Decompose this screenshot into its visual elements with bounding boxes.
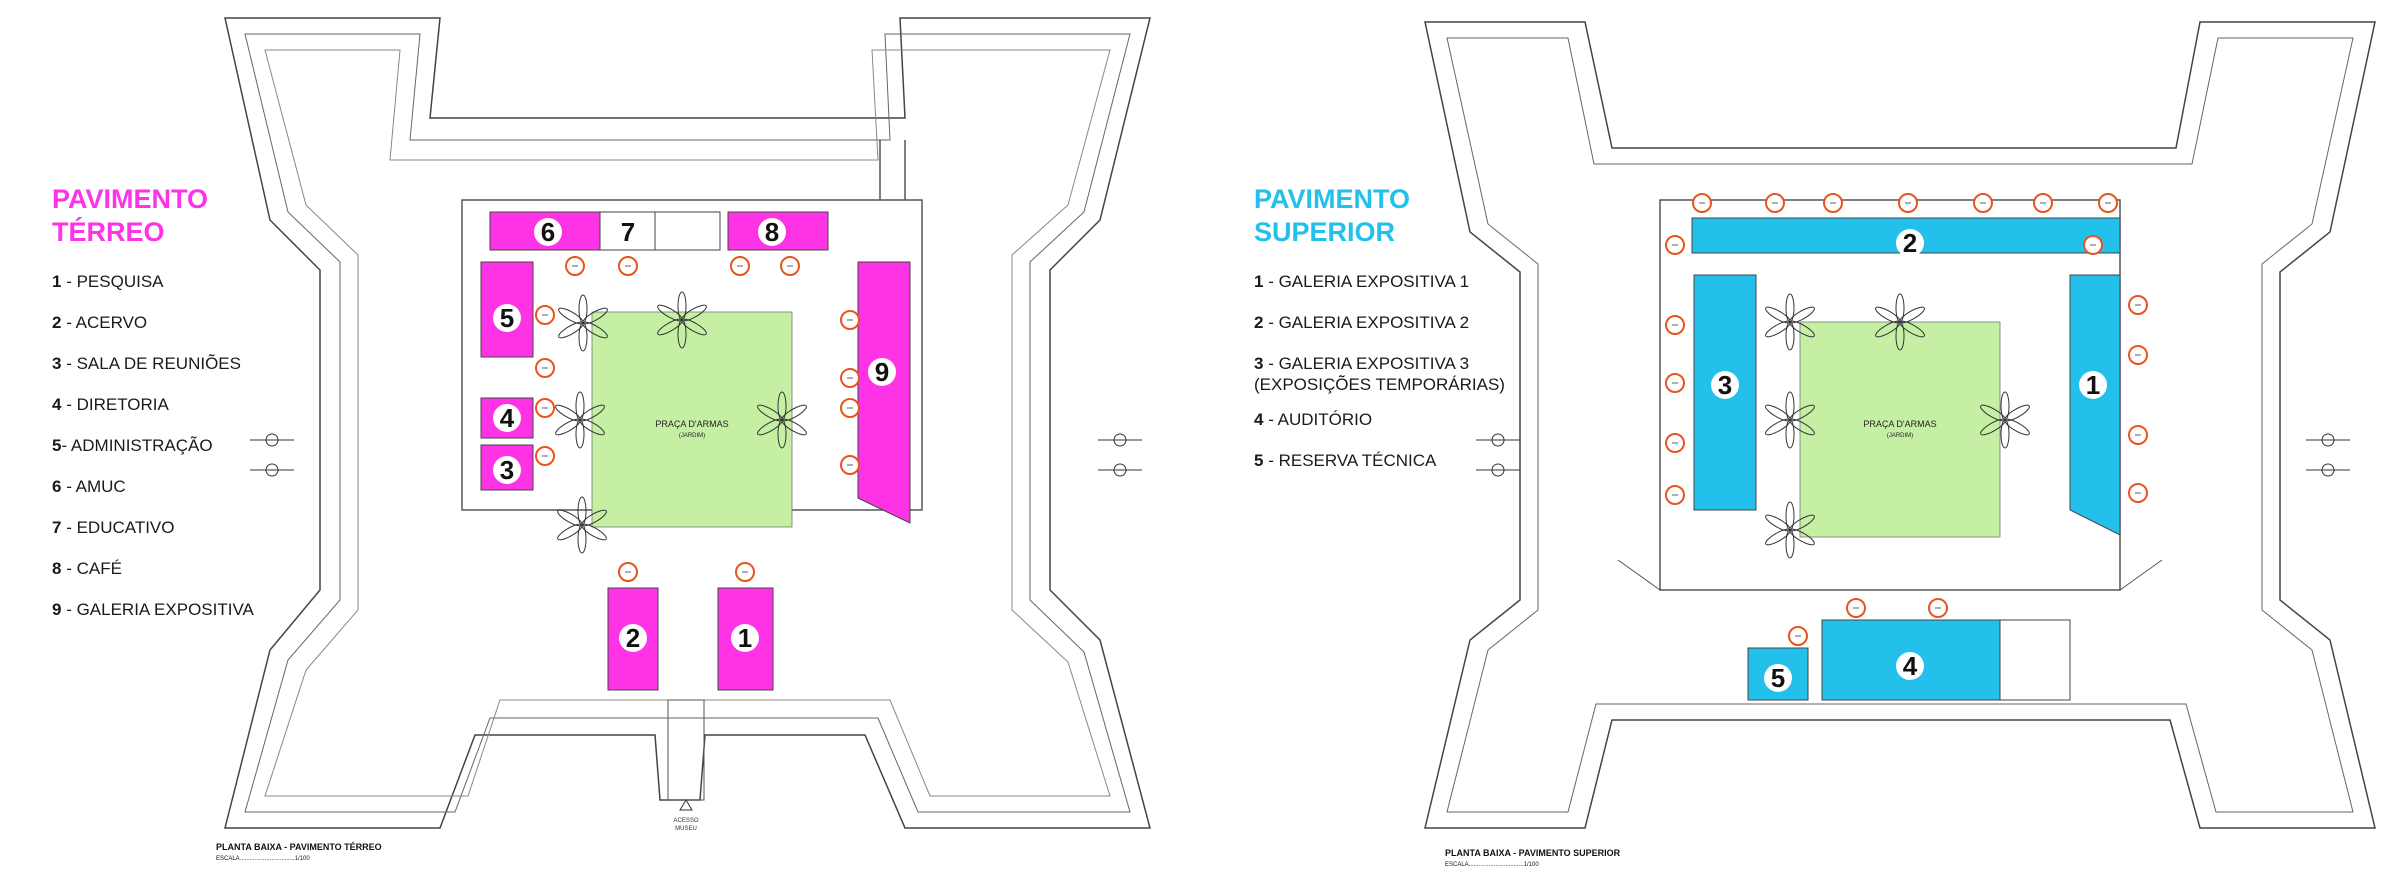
legend-item: 2 - GALERIA EXPOSITIVA 2 (1254, 313, 1470, 332)
room-number: 2 (626, 623, 640, 653)
section-mark-icon (1097, 433, 1143, 447)
section-mark-icon (1097, 463, 1143, 477)
room-number: 8 (765, 217, 779, 247)
plan-scale: ESCALA.................................1… (1445, 862, 1539, 868)
access-label: MUSEU (675, 826, 697, 832)
rampart-line (264, 49, 1111, 797)
legend-item: 3 - SALA DE REUNIÕES (52, 354, 241, 373)
fortress-inner-wall (244, 33, 1131, 813)
room-number: 7 (621, 217, 635, 247)
courtyard (591, 311, 793, 528)
room-number: 9 (875, 357, 889, 387)
access-label: ACESSO (673, 818, 698, 824)
room-number: 1 (738, 623, 752, 653)
section-mark-icon (249, 433, 295, 447)
section-mark-icon (1475, 433, 1521, 447)
legend-upper-floor: PAVIMENTO SUPERIOR 1 - GALERIA EXPOSITIV… (1254, 183, 1505, 491)
legend-item: 7 - EDUCATIVO (52, 518, 175, 537)
courtyard (1799, 321, 2001, 538)
courtyard-sublabel: (JARDIM) (1887, 433, 1913, 439)
room-numbers-ground: 6 7 8 5 4 3 9 2 1 (493, 217, 896, 653)
legend-item: 6 - AMUC (52, 477, 126, 496)
legend-item: 8 - CAFÉ (52, 559, 122, 578)
courtyard-label: PRAÇA D'ARMAS (655, 419, 728, 429)
legend-item: 1 - GALERIA EXPOSITIVA 1 (1254, 272, 1470, 291)
upper-floor-plan: PRAÇA D'ARMAS (JARDIM) 2 3 1 4 5 (1424, 21, 2376, 868)
legend-item: 3 - GALERIA EXPOSITIVA 3(EXPOSIÇÕES TEMP… (1254, 354, 1505, 394)
room-number: 1 (2086, 370, 2100, 400)
ground-floor-plan: PRAÇA D'ARMAS (JARDIM) ACESSO MUSEU 6 7 … (216, 17, 1151, 862)
room-number: 2 (1903, 228, 1917, 258)
plan-caption: PLANTA BAIXA - PAVIMENTO TÉRREO (216, 842, 382, 852)
legend-ground-floor: PAVIMENTO TÉRREO 1 - PESQUISA 2 - ACERVO… (52, 183, 254, 640)
section-mark-icon (1475, 463, 1521, 477)
corridor-wall (879, 140, 906, 200)
fortress-inner-wall (1446, 37, 2354, 813)
legend-item: 4 - AUDITÓRIO (1254, 410, 1373, 429)
legend-item: 5- ADMINISTRAÇÃO (52, 436, 213, 455)
plan-caption: PLANTA BAIXA - PAVIMENTO SUPERIOR (1445, 848, 1621, 858)
room-numbers-upper: 2 3 1 4 5 (1711, 228, 2107, 693)
room-number: 5 (500, 303, 514, 333)
legend-title-line1: PAVIMENTO (1254, 184, 1411, 214)
legend-title-line2: SUPERIOR (1254, 217, 1396, 247)
legend-item: 1 - PESQUISA (52, 272, 164, 291)
room-number: 4 (1903, 651, 1918, 681)
toilets (654, 211, 721, 251)
legend-title: PAVIMENTO TÉRREO (52, 183, 254, 249)
room-1-galeria-1 (2069, 274, 2121, 536)
plan-scale: ESCALA.................................1… (216, 856, 310, 862)
legend-title-line2: TÉRREO (52, 217, 165, 247)
courtyard-label: PRAÇA D'ARMAS (1863, 419, 1936, 429)
legend-item: 4 - DIRETORIA (52, 395, 169, 414)
courtyard-sublabel: (JARDIM) (679, 433, 705, 439)
section-mark-icon (249, 463, 295, 477)
section-mark-icon (2305, 433, 2351, 447)
toilets (1999, 619, 2071, 701)
room-number: 5 (1771, 663, 1785, 693)
room-number: 3 (1718, 370, 1732, 400)
room-number: 6 (541, 217, 555, 247)
stair-line (1617, 559, 2163, 591)
room-number: 4 (500, 403, 515, 433)
room-number: 3 (500, 455, 514, 485)
legend-item: 2 - ACERVO (52, 313, 148, 332)
legend-title: PAVIMENTO SUPERIOR (1254, 183, 1505, 249)
legend-item: 9 - GALERIA EXPOSITIVA (52, 600, 254, 619)
legend-title-line1: PAVIMENTO (52, 184, 209, 214)
room-9-galeria (857, 261, 911, 524)
section-mark-icon (2305, 463, 2351, 477)
access-arrow-icon (679, 799, 693, 811)
legend-item: 5 - RESERVA TÉCNICA (1254, 451, 1437, 470)
